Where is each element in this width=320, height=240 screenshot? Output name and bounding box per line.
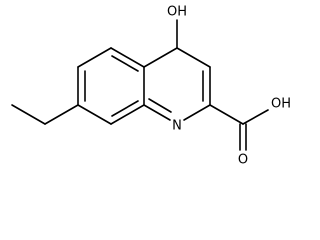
bond-lines [11, 19, 269, 151]
hydroxyl-label: OH [167, 5, 187, 20]
bond-c4a-c5-inner [111, 55, 139, 72]
chemical-structure: OH N OH O [11, 5, 291, 168]
bond-c4a-c5 [110, 47, 145, 68]
nitrogen-label: N [172, 119, 182, 134]
bond-c8-c8a-inner [111, 100, 139, 117]
bond-n1-c8a-inner [148, 98, 172, 113]
atom-labels: OH N OH O [167, 5, 291, 168]
carboxyl-hydroxyl-label: OH [271, 97, 291, 112]
bond-c4-c3 [176, 47, 211, 68]
bond-c7-c8 [77, 104, 112, 125]
carboxyl-oxygen-label: O [238, 153, 248, 168]
bond-cooh-oh [242, 109, 269, 125]
bond-c2-n1 [183, 104, 211, 121]
bond-ch2-ch3 [11, 104, 46, 125]
bond-n1-c8a [143, 104, 171, 121]
bond-c4a-c4 [143, 47, 178, 68]
bond-c8-c8a [110, 104, 145, 125]
bond-c5-c6 [77, 47, 112, 68]
bond-c7-ch2 [44, 104, 79, 125]
bond-c2-cooh [209, 104, 244, 125]
